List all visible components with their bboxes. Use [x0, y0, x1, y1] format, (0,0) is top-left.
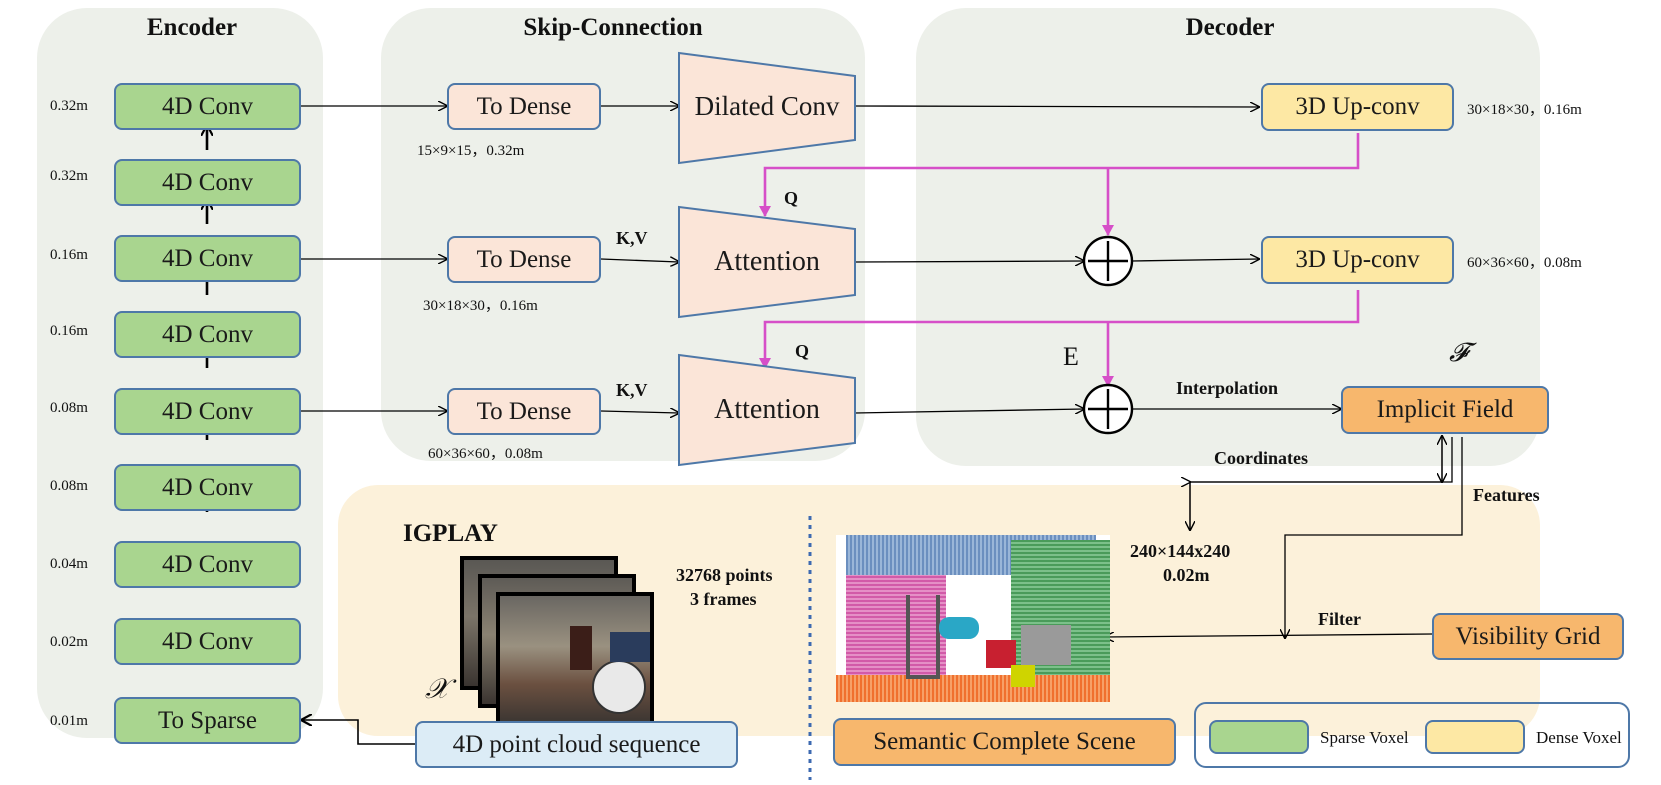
- legend-sparse-label: Sparse Voxel: [1320, 728, 1409, 747]
- room-wall-shape: [610, 632, 650, 662]
- legend-sparse-swatch: [1209, 720, 1309, 754]
- cushion-voxels: [939, 617, 979, 639]
- kv-label-2: K,V: [616, 380, 648, 400]
- to-dense-block-1: To Dense: [447, 83, 601, 130]
- upconv-block-2: 3D Up-conv: [1261, 236, 1454, 284]
- q-label-2: Q: [795, 341, 810, 361]
- semantic-scene-block: Semantic Complete Scene: [833, 718, 1176, 766]
- skip-trapezoids: [678, 51, 856, 467]
- features-label: Features: [1473, 485, 1540, 505]
- upconv-dim-1: 30×18×30，0.16m: [1467, 102, 1582, 118]
- f-label: 𝓕: [1449, 338, 1469, 367]
- grid-resolution-label: 0.02m: [1163, 565, 1210, 585]
- attention-label-2: Attention: [714, 394, 820, 425]
- to-dense-block-2: To Dense: [447, 236, 601, 283]
- encoder-block-1: 4D Conv: [114, 83, 301, 130]
- semantic-scene-render: [836, 535, 1110, 702]
- left-wall-voxels: [846, 575, 946, 690]
- points-count: 32768 points: [676, 565, 773, 585]
- scale-label-4: 0.16m: [50, 323, 88, 339]
- skip-dim-2: 30×18×30，0.16m: [423, 298, 538, 314]
- table-voxels: [986, 640, 1016, 668]
- encoder-block-8: 4D Conv: [114, 618, 301, 665]
- q-label-1: Q: [784, 188, 799, 208]
- legend: [1194, 702, 1630, 768]
- box-voxels: [1011, 665, 1035, 687]
- input-frame-1: [496, 592, 654, 726]
- frames-count-text: 3 frames: [690, 589, 757, 609]
- scale-label-2: 0.32m: [50, 168, 88, 184]
- pc-sequence-block: 4D point cloud sequence: [415, 721, 738, 768]
- legend-dense-swatch: [1425, 720, 1525, 754]
- scale-label-9: 0.01m: [50, 713, 88, 729]
- decoder-title: Decoder: [1185, 14, 1275, 41]
- scale-label-7: 0.04m: [50, 556, 88, 572]
- scale-label-1: 0.32m: [50, 98, 88, 114]
- visibility-grid-block: Visibility Grid: [1432, 613, 1624, 660]
- input-symbol-x: 𝒳: [425, 674, 450, 705]
- scale-label-6: 0.08m: [50, 478, 88, 494]
- floor-voxels: [836, 675, 1110, 702]
- grid-size-label: 240×144x240: [1130, 541, 1231, 561]
- encoder-block-4: 4D Conv: [114, 311, 301, 358]
- upconv-dim-2: 60×36×60，0.08m: [1467, 255, 1582, 271]
- scale-label-3: 0.16m: [50, 247, 88, 263]
- coordinates-label: Coordinates: [1214, 448, 1308, 468]
- encoder-block-2: 4D Conv: [114, 159, 301, 206]
- upconv-block-1: 3D Up-conv: [1261, 83, 1454, 131]
- to-sparse-block: To Sparse: [114, 697, 301, 744]
- attention-label-1: Attention: [714, 246, 820, 277]
- to-dense-block-3: To Dense: [447, 388, 601, 435]
- encoder-block-3: 4D Conv: [114, 235, 301, 282]
- dilated-conv-label: Dilated Conv: [694, 91, 840, 121]
- encoder-title: Encoder: [146, 14, 238, 41]
- sum-nodes: [1082, 235, 1134, 435]
- e-label: E: [1063, 342, 1079, 371]
- kv-label-1: K,V: [616, 228, 648, 248]
- chair-voxels: [906, 595, 940, 679]
- robot-shape: [592, 660, 646, 714]
- room-door-shape: [570, 626, 592, 670]
- legend-dense-label: Dense Voxel: [1536, 728, 1622, 747]
- encoder-block-7: 4D Conv: [114, 541, 301, 588]
- igplay-title: IGPLAY: [403, 520, 498, 547]
- encoder-block-6: 4D Conv: [114, 464, 301, 511]
- skip-connection-title: Skip-Connection: [523, 14, 703, 41]
- filter-label: Filter: [1318, 609, 1361, 629]
- encoder-block-5: 4D Conv: [114, 388, 301, 435]
- scale-label-5: 0.08m: [50, 400, 88, 416]
- implicit-field-block: Implicit Field: [1341, 386, 1549, 434]
- interpolation-label: Interpolation: [1176, 378, 1279, 398]
- skip-dim-3: 60×36×60，0.08m: [428, 446, 543, 462]
- skip-dim-1: 15×9×15，0.32m: [417, 143, 525, 159]
- scale-label-8: 0.02m: [50, 634, 88, 650]
- object-voxels: [1021, 625, 1071, 665]
